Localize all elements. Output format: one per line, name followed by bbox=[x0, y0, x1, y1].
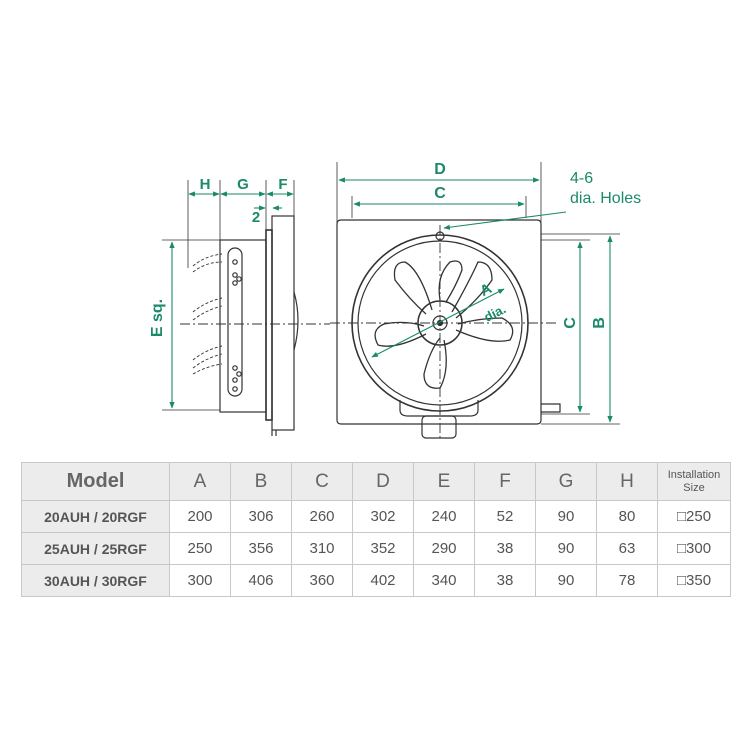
cell-f: 52 bbox=[474, 500, 536, 533]
header-c: C bbox=[291, 462, 353, 501]
cell-a: 200 bbox=[169, 500, 231, 533]
side-view bbox=[162, 180, 330, 436]
front-dimensions bbox=[338, 177, 613, 423]
d-label: D bbox=[434, 161, 446, 178]
cell-installation-size: □350 bbox=[657, 564, 731, 597]
cell-g: 90 bbox=[535, 532, 597, 565]
c-vertical-label: C bbox=[562, 317, 579, 329]
header-h: H bbox=[596, 462, 658, 501]
dia-label: dia. bbox=[482, 301, 509, 325]
table-row: 25AUH / 25RGF 250 356 310 352 290 38 90 … bbox=[21, 532, 731, 565]
cell-c: 360 bbox=[291, 564, 353, 597]
cell-e: 340 bbox=[413, 564, 475, 597]
header-a: A bbox=[169, 462, 231, 501]
header-f: F bbox=[474, 462, 536, 501]
cell-b: 406 bbox=[230, 564, 292, 597]
side-dimensions bbox=[169, 191, 294, 409]
a-label: A bbox=[477, 280, 495, 300]
c-label: C bbox=[434, 185, 446, 202]
header-d: D bbox=[352, 462, 414, 501]
model-cell: 25AUH / 25RGF bbox=[21, 532, 170, 565]
cell-d: 302 bbox=[352, 500, 414, 533]
model-cell: 30AUH / 30RGF bbox=[21, 564, 170, 597]
two-label: 2 bbox=[252, 209, 260, 226]
header-g: G bbox=[535, 462, 597, 501]
header-e: E bbox=[413, 462, 475, 501]
cell-d: 352 bbox=[352, 532, 414, 565]
cell-g: 90 bbox=[535, 500, 597, 533]
cell-b: 306 bbox=[230, 500, 292, 533]
cell-a: 250 bbox=[169, 532, 231, 565]
cell-b: 356 bbox=[230, 532, 292, 565]
table-row: 30AUH / 30RGF 300 406 360 402 340 38 90 … bbox=[21, 564, 731, 597]
f-label: F bbox=[278, 176, 287, 193]
table-row: 20AUH / 20RGF 200 306 260 302 240 52 90 … bbox=[21, 500, 731, 533]
holes-note-line1: 4-6 bbox=[570, 170, 593, 187]
cell-d: 402 bbox=[352, 564, 414, 597]
header-installation-line1: Installation bbox=[667, 468, 721, 481]
cell-c: 310 bbox=[291, 532, 353, 565]
header-installation-line2: Size bbox=[683, 481, 705, 494]
cell-a: 300 bbox=[169, 564, 231, 597]
cell-g: 90 bbox=[535, 564, 597, 597]
cell-h: 63 bbox=[596, 532, 658, 565]
holes-note-line2: dia. Holes bbox=[570, 190, 641, 207]
e-sq-label: E sq. bbox=[149, 299, 166, 337]
cell-h: 80 bbox=[596, 500, 658, 533]
cell-installation-size: □300 bbox=[657, 532, 731, 565]
g-label: G bbox=[237, 176, 249, 193]
b-label: B bbox=[591, 317, 608, 329]
header-model: Model bbox=[21, 462, 170, 501]
cell-e: 290 bbox=[413, 532, 475, 565]
header-b: B bbox=[230, 462, 292, 501]
model-cell: 20AUH / 20RGF bbox=[21, 500, 170, 533]
cell-c: 260 bbox=[291, 500, 353, 533]
cell-h: 78 bbox=[596, 564, 658, 597]
cell-installation-size: □250 bbox=[657, 500, 731, 533]
h-label: H bbox=[200, 176, 211, 193]
cell-f: 38 bbox=[474, 564, 536, 597]
cell-f: 38 bbox=[474, 532, 536, 565]
cell-e: 240 bbox=[413, 500, 475, 533]
